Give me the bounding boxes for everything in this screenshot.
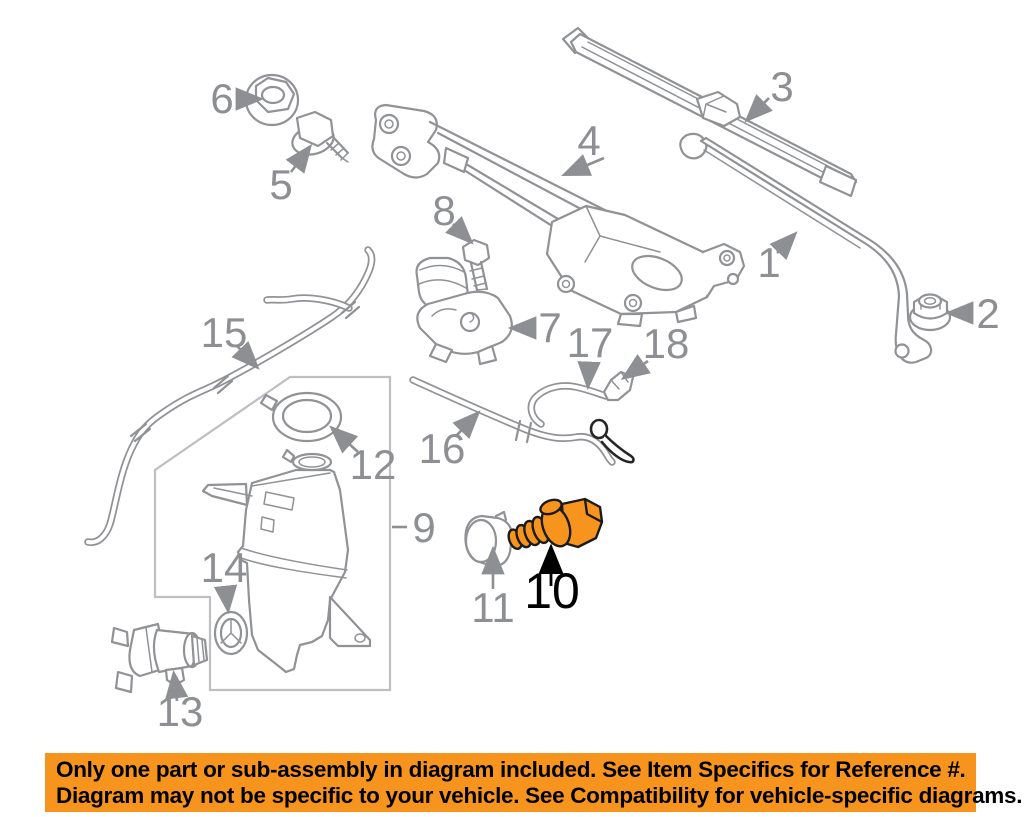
callout-18-arrow <box>620 354 651 380</box>
part-7-wiper-motor-drawing <box>415 256 513 366</box>
callout-6: 6 <box>210 75 233 122</box>
disclaimer-line-1: Only one part or sub-assembly in diagram… <box>56 756 966 782</box>
callout-17-arrow <box>577 361 601 391</box>
callout-5: 5 <box>269 161 292 208</box>
part-11-grommet-drawing <box>464 510 514 568</box>
callout-14: 14 <box>201 544 248 591</box>
callout-2: 2 <box>976 290 999 337</box>
callout-15-arrow <box>231 340 260 370</box>
callout-16: 16 <box>419 425 466 472</box>
callout-8: 8 <box>432 187 455 234</box>
callout-12: 12 <box>350 441 397 488</box>
part-4-wiper-linkage-drawing <box>371 103 746 328</box>
part-14-grommet-drawing <box>213 610 249 656</box>
callout-15: 15 <box>201 309 248 356</box>
callout-1: 1 <box>757 239 780 286</box>
part-9-washer-reservoir-drawing <box>201 448 372 674</box>
part-10-highlighted-part-drawing <box>507 497 604 551</box>
callout-4-arrow <box>561 154 605 177</box>
part-18-hose-connector-drawing <box>602 370 635 402</box>
part-16-washer-hose-drawing <box>409 376 616 466</box>
callout-arrows <box>165 87 974 702</box>
callout-3: 3 <box>770 63 793 110</box>
part-8-bolt-drawing <box>461 238 491 292</box>
part-9-reference-box <box>153 375 392 692</box>
callout-13-arrow <box>165 669 189 702</box>
callout-10-highlighted: 10 <box>524 563 580 619</box>
callout-17: 17 <box>567 319 614 366</box>
callout-13: 13 <box>157 688 204 735</box>
callout-18: 18 <box>643 320 690 367</box>
hose-hook-pin-drawing <box>589 418 635 464</box>
disclaimer-line-2: Diagram may not be specific to your vehi… <box>56 782 1023 808</box>
part-12-reservoir-cap-drawing <box>259 391 343 443</box>
part-17-washer-hose-drawing <box>527 382 610 428</box>
part-15-washer-hose-drawing <box>84 246 376 547</box>
callout-labels: 1 2 3 4 5 6 7 8 9 10 11 12 13 14 15 16 1… <box>157 63 1000 735</box>
callout-12-arrow <box>329 425 359 454</box>
callout-9: 9 <box>412 504 435 551</box>
callout-7: 7 <box>538 304 561 351</box>
part-3-wiper-blade-drawing <box>561 26 858 198</box>
part-2-nut-drawing <box>908 293 952 332</box>
callout-1-arrow <box>769 231 798 261</box>
part-5-bolt-drawing <box>291 110 350 163</box>
part-6-nut-drawing <box>244 73 300 127</box>
part-1-wiper-arm-drawing <box>679 132 933 364</box>
disclaimer-banner: Only one part or sub-assembly in diagram… <box>45 753 1023 812</box>
callout-11: 11 <box>471 584 515 631</box>
callout-5-arrow <box>285 143 313 174</box>
callout-14-arrow <box>213 584 238 615</box>
callout-16-arrow <box>452 410 481 440</box>
part-13-washer-pump-drawing <box>110 622 209 694</box>
callout-4: 4 <box>577 117 600 164</box>
callout-8-arrow <box>445 216 474 245</box>
callout-3-arrow <box>744 94 773 123</box>
